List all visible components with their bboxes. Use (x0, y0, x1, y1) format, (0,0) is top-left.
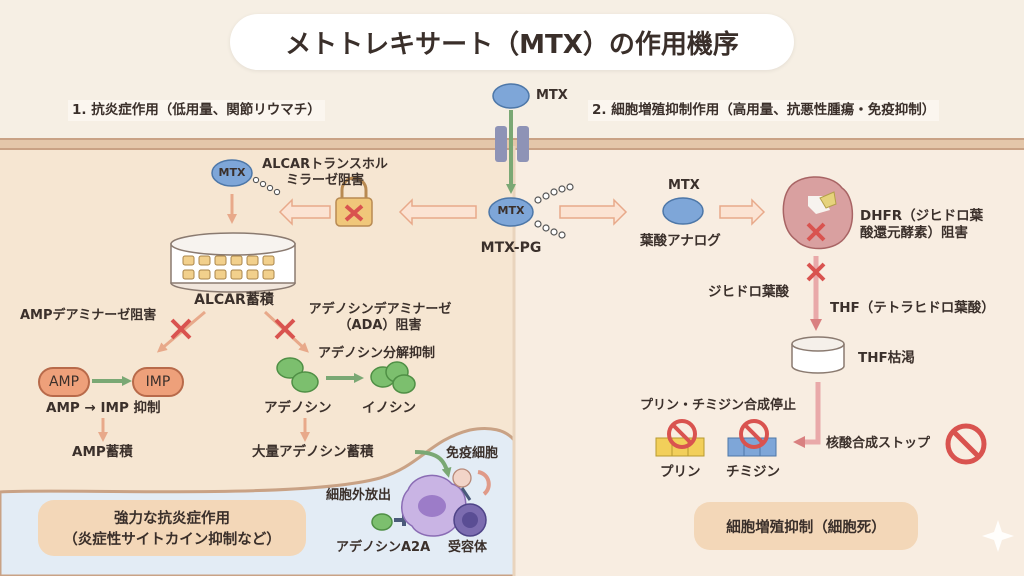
purine-blocks-icon (655, 419, 705, 457)
receptor-label: 受容体 (448, 540, 488, 555)
thf-depletion-label: THF枯渇 (858, 350, 915, 366)
stop-icon (945, 423, 987, 465)
alcar-inhibition-label: ALCARトランスホルミラーゼ阻害 (262, 157, 388, 189)
amp-accum-label: AMP蓄積 (72, 444, 133, 460)
adenosine-breakdown-label: アデノシン分解抑制 (318, 346, 436, 361)
section-heading-left: 1. 抗炎症作用（低用量、関節リウマチ） (68, 100, 325, 121)
synthesis-stop-label: プリン・チミジン合成停止 (640, 398, 797, 413)
page-title: メトトレキサート（MTX）の作用機序 (230, 14, 794, 70)
alcar-accum-label: ALCAR蓄積 (194, 292, 274, 308)
mtx-right-label: MTX (668, 178, 700, 193)
amp-deaminase-label: AMPデアミナーゼ阻害 (20, 308, 157, 323)
thf-container-icon (791, 336, 845, 374)
section-heading-right: 2. 細胞増殖抑制作用（高用量、抗悪性腫瘍・免疫抑制） (588, 100, 940, 121)
anti-inflammatory-effect-box: 強力な抗炎症作用 （炎症性サイトカイン抑制など） (38, 500, 306, 556)
thymidine-label: チミジン (726, 464, 780, 480)
a2a-receptor-icon (452, 468, 491, 537)
immune-cell-label: 免疫細胞 (446, 446, 499, 461)
mtx-left-label: MTX (218, 166, 246, 179)
lock-icon (335, 176, 373, 227)
thf-block-x-icon (806, 262, 826, 282)
alcar-container-icon (170, 232, 296, 293)
mtx-pg-label: MTX-PG (480, 240, 542, 256)
extracellular-adenosine-icon (371, 513, 393, 531)
amp-node: AMP (38, 367, 90, 397)
dihydrofolate-label: ジヒドロ葉酸 (708, 284, 789, 300)
ada-x-icon (274, 318, 296, 340)
adenosine-label: アデノシン (264, 400, 332, 416)
thymidine-blocks-icon (727, 419, 777, 457)
mtx-molecule-right (662, 197, 704, 225)
inosine-icon (370, 361, 416, 394)
antiproliferative-effect-box: 細胞増殖抑制（細胞死） (694, 502, 918, 550)
mtx-pg-inner-label: MTX (497, 204, 525, 217)
dhfr-enzyme-icon (782, 176, 854, 250)
transporter-icon (495, 126, 529, 162)
inosine-label: イノシン (362, 400, 416, 416)
arrow-to-right (559, 198, 628, 226)
amp-to-imp-label: AMP → IMP 抑制 (46, 400, 161, 416)
adenosine-accum-label: 大量アデノシン蓄積 (252, 444, 374, 460)
mtx-label-top: MTX (536, 88, 568, 103)
nucleic-stop-label: 核酸合成ストップ (826, 436, 931, 451)
mtx-pg-molecule (488, 183, 574, 239)
arrow-to-left (398, 198, 477, 226)
dhfr-label: DHFR（ジヒドロ葉酸還元酵素）阻害 (860, 208, 984, 241)
mtx-molecule-left (211, 159, 281, 196)
release-label: 細胞外放出 (326, 488, 392, 503)
adenosine-icon (276, 357, 319, 393)
sparkle-icon (982, 520, 1014, 552)
amp-deaminase-x-icon (170, 318, 192, 340)
a2a-label: アデノシンA2A (336, 540, 431, 555)
folate-analog-label: 葉酸アナログ (640, 233, 721, 249)
imp-node: IMP (132, 367, 184, 397)
purine-label: プリン (660, 464, 701, 480)
mtx-molecule-top (492, 83, 530, 109)
ada-inhibition-label: アデノシンデアミナーゼ（ADA）阻害 (308, 302, 452, 334)
thf-label: THF（テトラヒドロ葉酸） (830, 300, 995, 316)
